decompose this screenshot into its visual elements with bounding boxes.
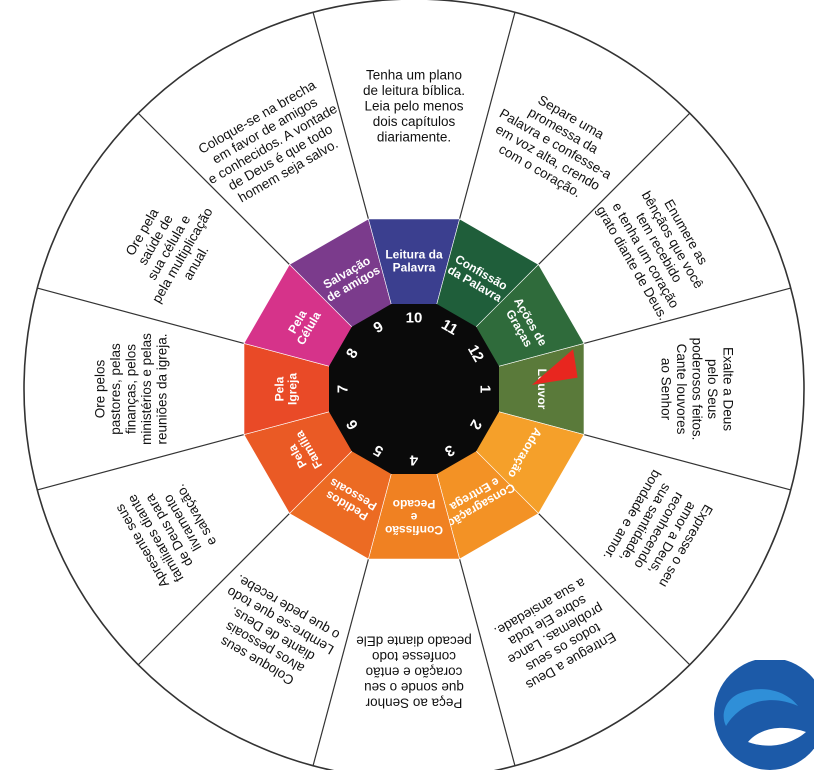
instruction-line: coração e então [366, 665, 463, 680]
instruction-line: diariamente. [377, 130, 451, 145]
segment-number: 1 [477, 385, 494, 393]
instruction-line: reuniões da igreja. [155, 333, 170, 444]
label-line: Confissão [385, 523, 443, 537]
sector-divider [137, 513, 290, 666]
sector-divider [37, 433, 245, 491]
label-line: Leitura da [385, 248, 443, 262]
pointer [531, 349, 578, 385]
instruction-line: dois capítulos [373, 114, 456, 129]
instruction-line: pelo Seus [705, 359, 720, 419]
hub-center [329, 304, 499, 474]
segment-number: 12 [464, 342, 487, 365]
label-line: Igreja [286, 373, 300, 405]
outer-sectors: Exalte a Deuspelo Seuspoderosos feitos.C… [23, 0, 805, 770]
segment-number-text: 4 [409, 452, 418, 469]
sector-divider [137, 112, 290, 265]
sector-divider [538, 513, 691, 666]
instruction-line: ao Senhor [659, 358, 674, 421]
pointer-triangle [531, 349, 578, 385]
label-line: Pela [273, 376, 287, 401]
sector-instruction: Peça ao Senhorque sonde o seucoração e e… [356, 634, 472, 711]
segment-number: 11 [438, 316, 460, 339]
instruction-line: de leitura bíblica. [363, 83, 465, 98]
instruction-line: Cante louvores [674, 344, 689, 435]
dove-logo-icon [714, 660, 814, 770]
sector-divider [312, 12, 370, 220]
segment-number: 4 [409, 452, 418, 469]
segment-number-text: 11 [438, 316, 460, 339]
sector-instruction: Exalte a Deuspelo Seuspoderosos feitos.C… [659, 338, 736, 441]
label-line: Pecado [393, 497, 436, 511]
instruction-line: confesse todo [372, 649, 456, 664]
label-line: Palavra [393, 261, 436, 275]
sector-divider [37, 287, 245, 345]
instruction-line: finanças, pelos [124, 344, 139, 434]
segment-number-text: 1 [477, 385, 494, 393]
segment-number: 10 [406, 310, 423, 327]
instruction-line: ministérios e pelas [139, 333, 154, 445]
sector-divider [538, 112, 691, 265]
instruction-line: Ore pelos [93, 359, 108, 418]
instruction-line: Exalte a Deus [721, 347, 736, 431]
instruction-line: pecado diante dEle [356, 634, 472, 649]
segment-number: 7 [335, 385, 352, 393]
instruction-line: pastores, pelas [108, 343, 123, 435]
instruction-line: Tenha um plano [366, 68, 462, 83]
segment-4-label: ConfissãoePecado [385, 497, 443, 537]
sector-divider [583, 433, 791, 491]
sector-divider [458, 558, 516, 766]
sector-instruction: Ore pelospastores, pelasfinanças, pelosm… [93, 333, 170, 445]
sector-divider [312, 558, 370, 766]
sector-divider [583, 287, 791, 345]
segment-7-label: PelaIgreja [273, 373, 300, 405]
label-line: e [410, 510, 417, 524]
segment-number-text: 12 [464, 342, 487, 365]
sector-divider [458, 12, 516, 220]
instruction-line: Leia pelo menos [364, 99, 463, 114]
segment-number-text: 7 [335, 385, 352, 393]
sector-instruction: Separe umapromessa daPalavra e confesse-… [481, 79, 630, 209]
instruction-line: poderosos feitos. [690, 338, 705, 441]
instruction-line: que sonde o seu [364, 680, 464, 695]
instruction-line: Peça ao Senhor [365, 696, 462, 711]
segment-number-text: 10 [406, 310, 423, 327]
